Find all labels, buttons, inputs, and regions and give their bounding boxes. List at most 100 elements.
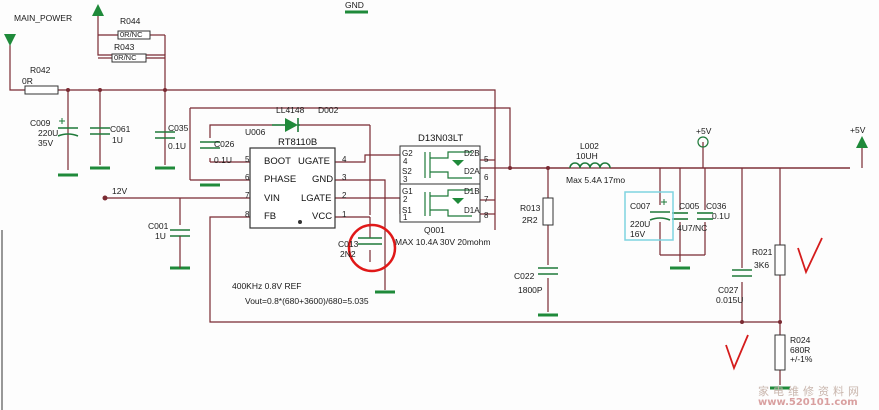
d002-part: LL4148: [276, 105, 305, 115]
r021-value: 3K6: [754, 260, 770, 270]
c061-ref: C061: [110, 124, 131, 134]
c007-selection-box: [624, 191, 674, 241]
r021-ref: R021: [752, 247, 773, 257]
r024-tolerance: +/-1%: [790, 354, 813, 364]
c026-value: 0.1U: [214, 155, 232, 165]
mos-n7: 7: [484, 195, 489, 204]
red-mark-lower: [725, 334, 749, 371]
mos-s1: S1: [402, 206, 412, 215]
d002-ref: D002: [318, 105, 339, 115]
l002-ref: L002: [580, 141, 599, 151]
pin-num-5: 5: [245, 155, 250, 164]
q001-transistors: [424, 151, 472, 217]
mos-n4: 4: [403, 157, 408, 166]
c005-ref: C005: [679, 201, 700, 211]
u006-ref: U006: [245, 127, 266, 137]
pin-num-7: 7: [245, 191, 250, 200]
mos-d1b: D1B: [464, 187, 480, 196]
mos-n8: 8: [484, 211, 489, 220]
r043-ref: R043: [114, 42, 135, 52]
c005-value: 4U7/NC: [677, 223, 708, 233]
c027-value: 0.015U: [716, 295, 744, 305]
pin-num-3: 3: [342, 173, 347, 182]
mos-n1: 1: [403, 213, 408, 222]
r044-value: 0R/NC: [120, 30, 143, 39]
mos-n3: 3: [403, 175, 408, 184]
c013-highlight-circle: [347, 223, 397, 273]
note-frequency: 400KHz 0.8V REF: [232, 281, 302, 291]
mos-g2: G2: [402, 149, 413, 158]
mos-g1: G1: [402, 187, 413, 196]
net-gnd-top: GND: [345, 0, 364, 10]
pin-vin: VIN: [264, 193, 280, 204]
mos-d1a: D1A: [464, 206, 480, 215]
note-vout-formula: Vout=0.8*(680+3600)/680=5.035: [245, 296, 369, 306]
c009-ref: C009: [30, 118, 51, 128]
c022-value: 1800P: [518, 285, 543, 295]
ic-u006-body: [249, 147, 336, 229]
l002-value: 10UH: [576, 151, 598, 161]
r013-ref: R013: [520, 203, 541, 213]
r024-value: 680R: [790, 345, 811, 355]
watermark-url: www.520101.com: [758, 397, 858, 408]
c009-value: 220U: [38, 128, 59, 138]
c013-value: 2N2: [340, 249, 356, 259]
c026-ref: C026: [214, 139, 235, 149]
pin-num-6: 6: [245, 173, 250, 182]
c022-ref: C022: [514, 271, 535, 281]
pin-num-1: 1: [342, 210, 347, 219]
mos-d2b: D2B: [464, 149, 480, 158]
r024-ref: R024: [790, 335, 811, 345]
c061-value: 1U: [112, 135, 123, 145]
pin-gnd: GND: [312, 174, 334, 185]
r013-value: 2R2: [522, 215, 538, 225]
c027-ref: C027: [718, 285, 739, 295]
pin-boot: BOOT: [264, 156, 291, 167]
c035-value: 0.1U: [168, 141, 186, 151]
net-main-power: MAIN_POWER: [14, 13, 73, 23]
r044-ref: R044: [120, 16, 141, 26]
wires: [1, 12, 863, 410]
l002-rating: Max 5.4A 17mo: [566, 175, 626, 185]
red-mark-right: [797, 237, 823, 275]
q001-body: [399, 145, 481, 223]
net-5v-mid: +5V: [696, 126, 712, 136]
mos-n5: 5: [484, 155, 489, 164]
junctions: [66, 88, 782, 324]
mos-s2: S2: [402, 167, 412, 176]
pin-num-8: 8: [245, 210, 250, 219]
parts: [4, 4, 868, 371]
c013-ref: C013: [338, 239, 359, 249]
r043-value: 0R/NC: [114, 53, 137, 62]
pin-ugate: UGATE: [298, 156, 331, 167]
pin-phase: PHASE: [264, 174, 297, 185]
c001-ref: C001: [148, 221, 169, 231]
c036-value: 0.1U: [712, 211, 730, 221]
q001-rating: MAX 10.4A 30V 20mohm: [395, 237, 491, 247]
mos-d2a: D2A: [464, 167, 480, 176]
c007-value: 220U: [630, 219, 651, 229]
net-5v-right: +5V: [850, 125, 866, 135]
pin-num-2: 2: [342, 191, 347, 200]
pin-num-4: 4: [342, 155, 347, 164]
pin-lgate: LGATE: [301, 193, 332, 204]
c007-ref: C007: [630, 201, 651, 211]
ground-symbols: [56, 10, 792, 390]
r042-ref: R042: [30, 65, 51, 75]
mos-n2: 2: [403, 195, 408, 204]
c009-rating: 35V: [38, 138, 54, 148]
q001-ref: Q001: [424, 225, 445, 235]
c036-ref: C036: [706, 201, 727, 211]
pin-vcc: VCC: [312, 211, 333, 222]
watermark-cn: 家电维修资料网: [758, 385, 863, 398]
pin-fb: FB: [264, 211, 277, 222]
c035-ref: C035: [168, 123, 189, 133]
q001-part: D13N03LT: [418, 133, 464, 144]
mos-n6: 6: [484, 173, 489, 182]
net-12v: 12V: [112, 186, 128, 196]
c001-value: 1U: [155, 231, 166, 241]
c007-rating: 16V: [630, 229, 646, 239]
u006-part: RT8110B: [278, 137, 318, 148]
